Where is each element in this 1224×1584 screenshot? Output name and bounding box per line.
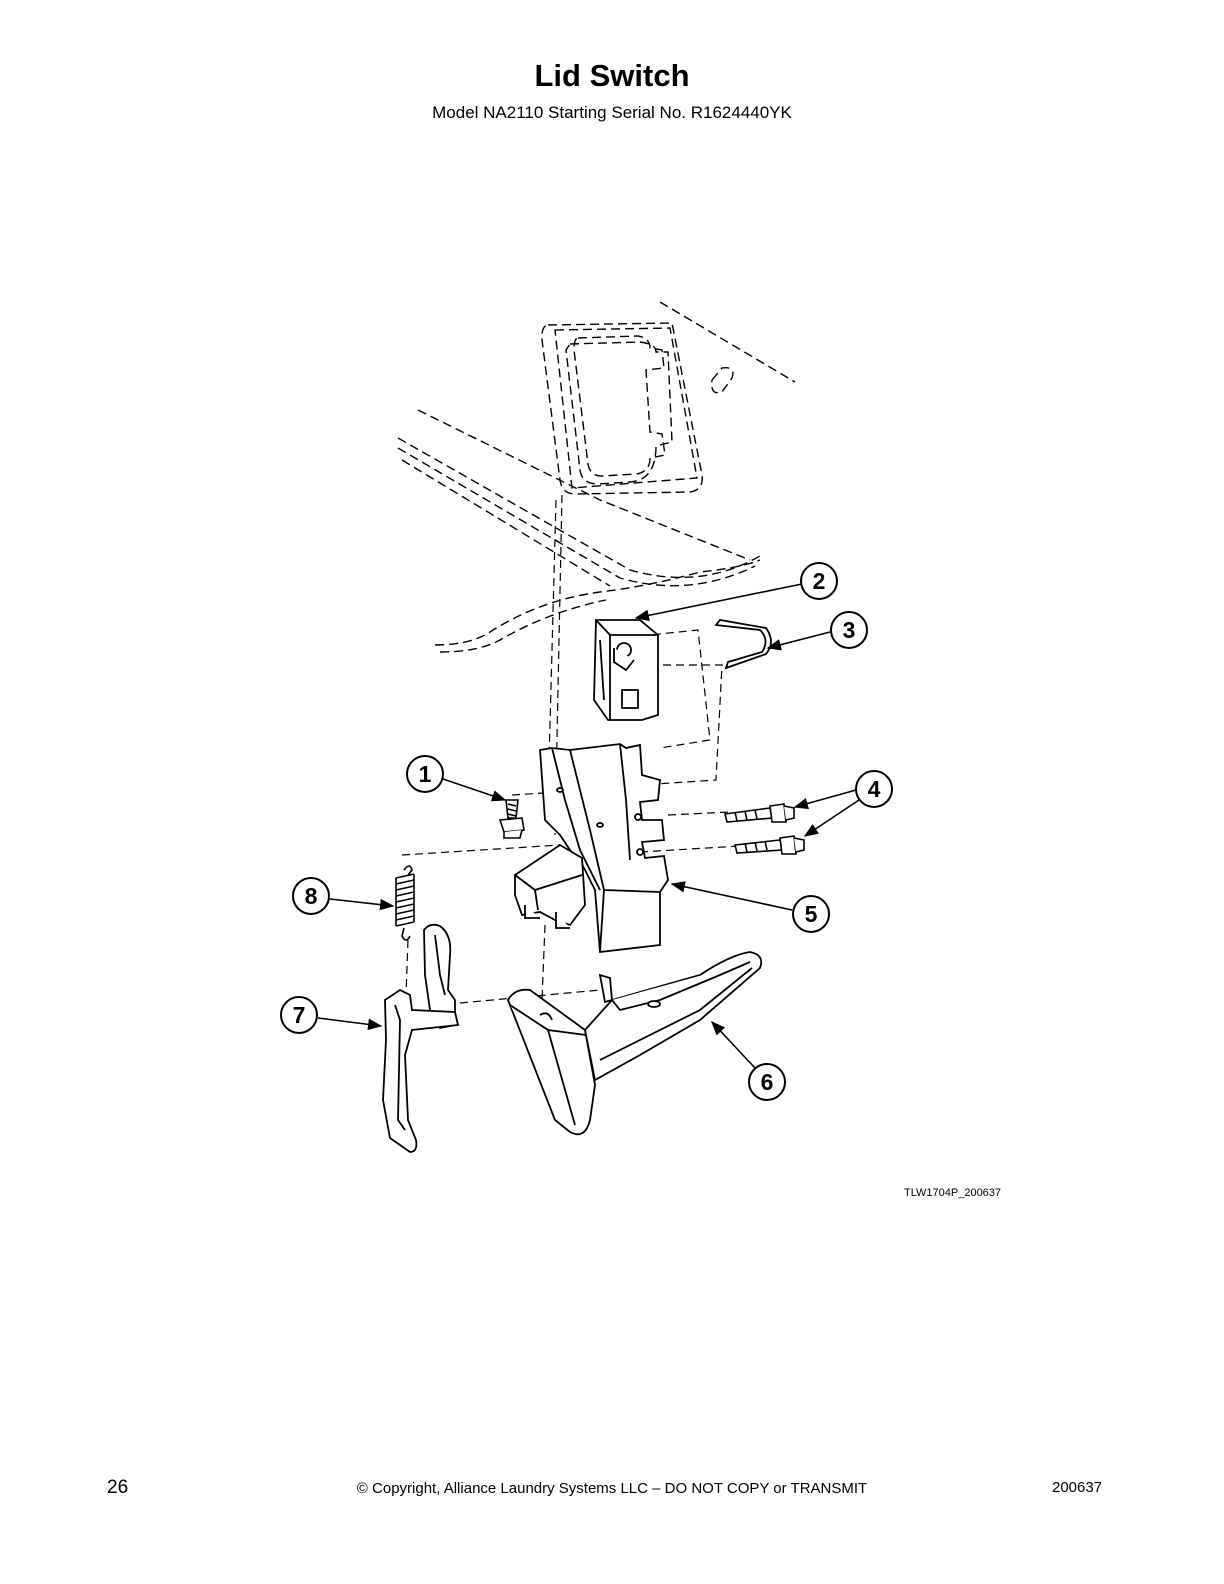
- part-6-actuator: [507, 951, 763, 1136]
- part-4-screws: [724, 803, 805, 855]
- callout-leaders: [317, 583, 860, 1069]
- callout-5: 5: [792, 895, 830, 933]
- leader-2: [634, 583, 803, 622]
- part-3-wire-clip: [714, 619, 772, 670]
- part-5-switch-bracket: [514, 743, 669, 954]
- svg-text:4: 4: [868, 776, 881, 802]
- page-title: Lid Switch: [534, 58, 690, 93]
- part-1-screw: [498, 799, 525, 839]
- callout-6: 6: [748, 1063, 786, 1101]
- callout-8: 8: [292, 877, 330, 915]
- leader-8: [329, 898, 395, 911]
- part-8-spring: [395, 865, 415, 941]
- page-number: 26: [107, 1477, 129, 1498]
- svg-text:1: 1: [419, 761, 432, 787]
- callout-bubbles: 1 2 3 4 5 6 7 8: [280, 562, 893, 1101]
- callout-7: 7: [280, 996, 318, 1034]
- leader-6: [711, 1020, 756, 1069]
- leader-7: [317, 1017, 383, 1031]
- svg-text:5: 5: [805, 901, 818, 927]
- document-number: 200637: [1052, 1479, 1103, 1496]
- part-7-lid-lever: [382, 923, 460, 1153]
- svg-text:3: 3: [843, 617, 856, 643]
- leader-1: [442, 778, 507, 802]
- svg-text:8: 8: [305, 883, 318, 909]
- callout-1: 1: [406, 755, 444, 793]
- callout-3: 3: [830, 611, 868, 649]
- page-subtitle: Model NA2110 Starting Serial No. R162444…: [432, 103, 792, 122]
- svg-text:6: 6: [761, 1069, 774, 1095]
- leader-4b: [803, 799, 860, 837]
- leader-5: [670, 881, 793, 911]
- leader-4a: [793, 789, 857, 810]
- figure-id: TLW1704P_200637: [904, 1187, 1002, 1199]
- callout-4: 4: [855, 770, 893, 808]
- cabinet-outline: [397, 301, 796, 653]
- callout-2: 2: [800, 562, 838, 600]
- svg-text:7: 7: [293, 1002, 306, 1028]
- part-2-lid-switch: [593, 619, 659, 721]
- leader-3: [766, 631, 831, 651]
- copyright-notice: © Copyright, Alliance Laundry Systems LL…: [356, 1480, 868, 1497]
- svg-text:2: 2: [813, 568, 826, 594]
